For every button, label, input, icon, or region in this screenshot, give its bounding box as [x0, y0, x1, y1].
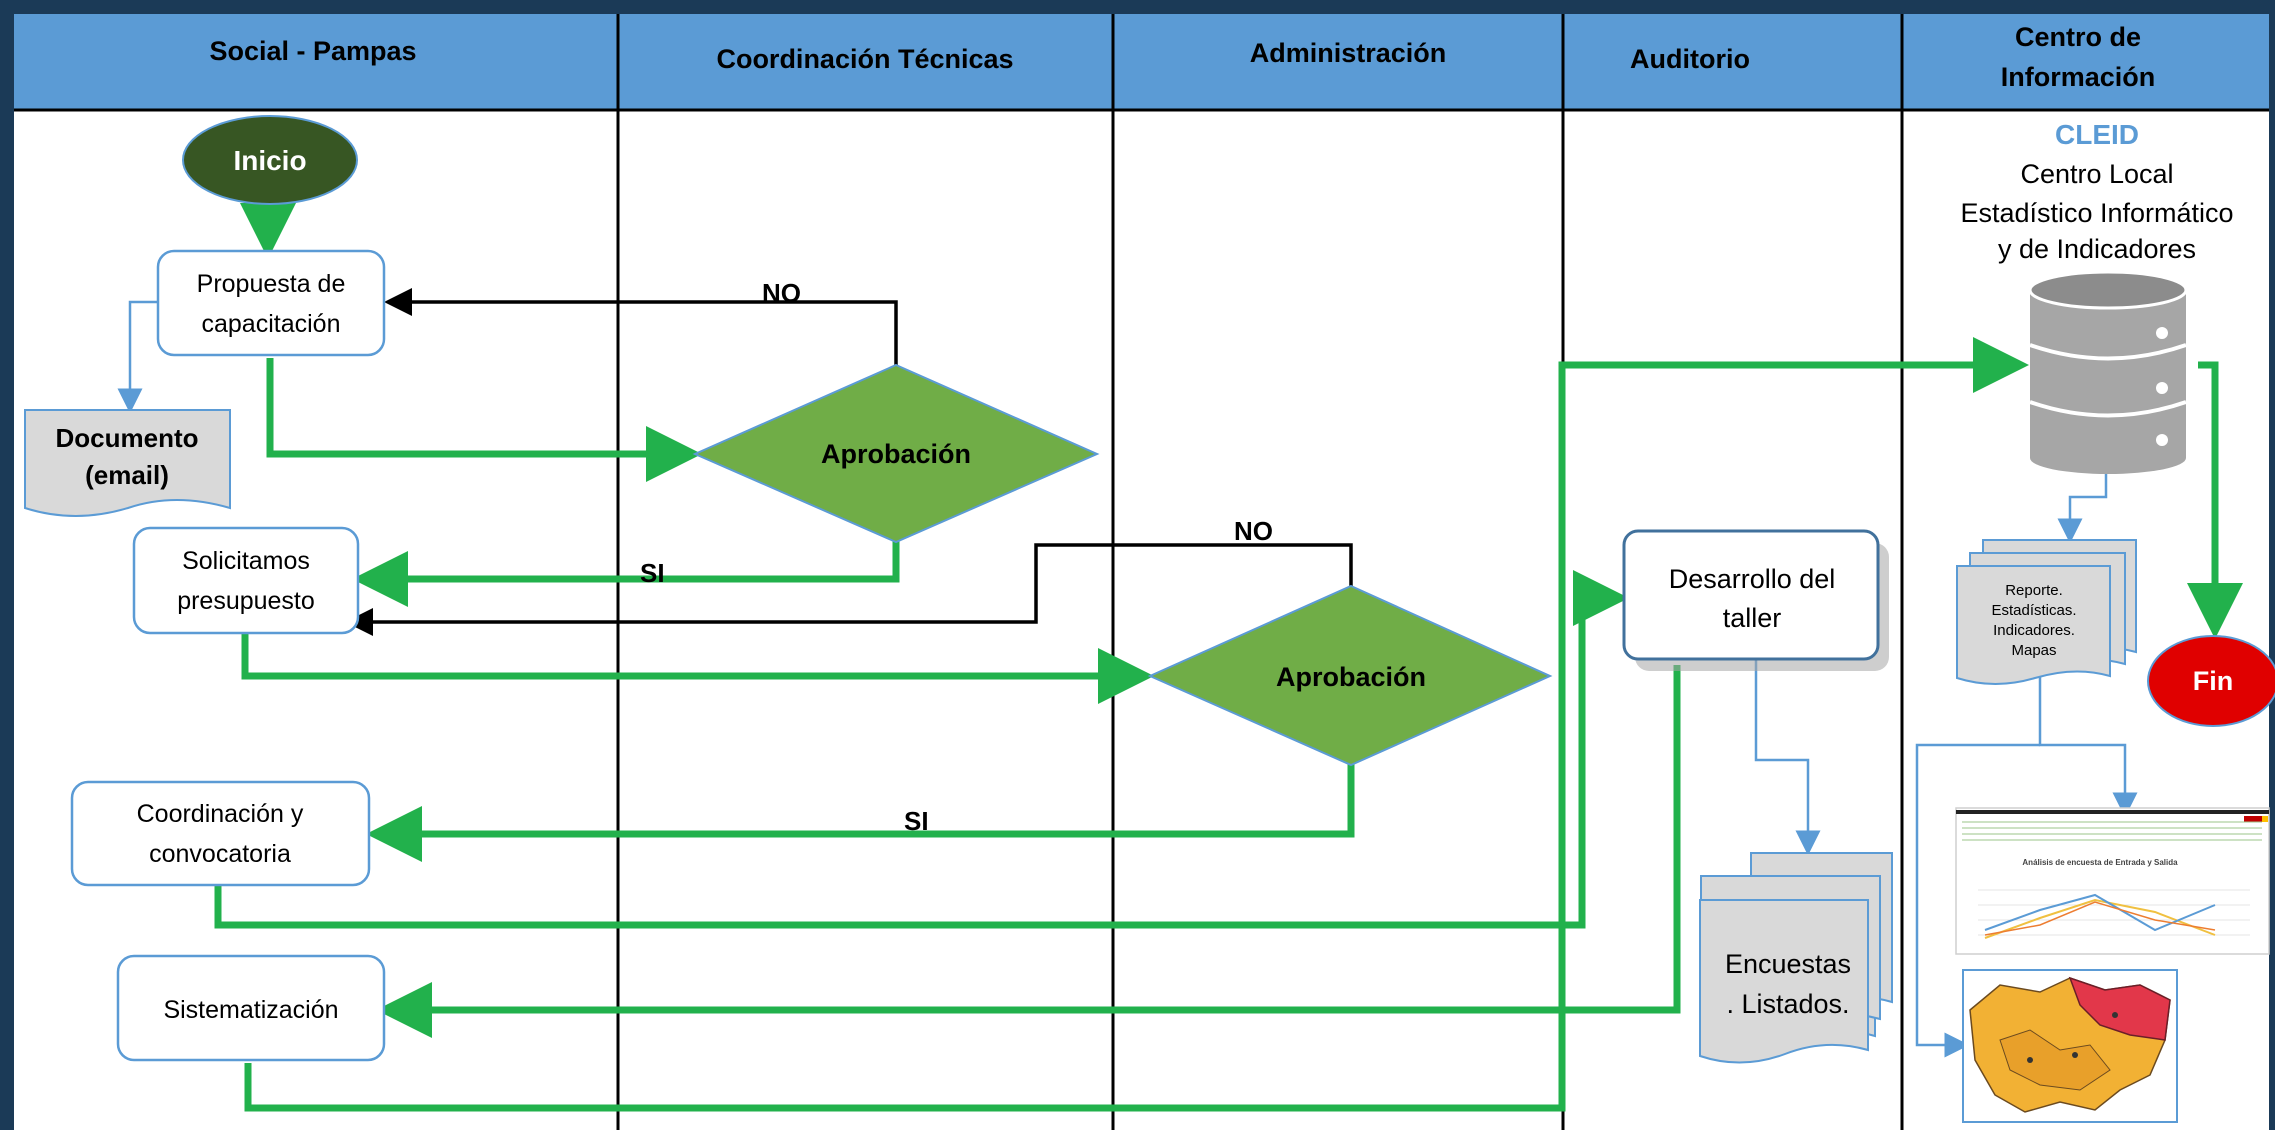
cleid-info: CLEID Centro Local Estadístico Informáti…	[1960, 119, 2233, 264]
arrow-reporte-map	[1915, 743, 2040, 1058]
database-icon[interactable]	[2028, 270, 2188, 474]
process-propuesta[interactable]: Propuesta de capacitación	[156, 249, 386, 357]
cleid-desc-line3: y de Indicadores	[1998, 234, 2196, 264]
arrow-propuesta-documento	[117, 300, 158, 414]
propuesta-line2: capacitación	[202, 310, 341, 338]
solicitamos-line2: presupuesto	[177, 587, 315, 615]
lane-centro-informacion-line2: Información	[2001, 62, 2156, 92]
reporte-line3: Indicadores.	[1993, 622, 2075, 639]
coordinacion-line1: Coordinación y	[137, 800, 304, 828]
arrow-sistematizacion-cleid	[244, 337, 2029, 1112]
lane-coordinacion-tecnicas: Coordinación Técnicas	[716, 44, 1013, 74]
start-label: Inicio	[233, 145, 306, 176]
lane-social-pampas: Social - Pampas	[209, 36, 416, 66]
arrow-si1-solicitamos	[352, 540, 900, 607]
arrow-reporte-chart	[2038, 668, 2138, 818]
lane-header-bar	[14, 14, 2269, 110]
start-node[interactable]: Inicio	[182, 115, 358, 205]
decision-aprobacion-2[interactable]: Aprobación	[1147, 584, 1553, 767]
arrow-desarrollo-sistematizacion	[376, 665, 1681, 1038]
encuestas-line1: Encuestas	[1725, 949, 1851, 979]
documento-line1: Documento	[56, 423, 199, 453]
label-no-1: NO	[762, 278, 801, 308]
arrow-si2-coordinacion	[366, 763, 1355, 862]
process-solicitamos[interactable]: Solicitamos presupuesto	[132, 526, 360, 635]
solicitamos-line1: Solicitamos	[182, 547, 310, 575]
document-email[interactable]: Documento (email)	[24, 409, 231, 517]
label-si-1: SI	[640, 558, 665, 588]
arrow-coordinacion-desarrollo	[214, 570, 1629, 929]
documento-line2: (email)	[85, 460, 169, 490]
lane-centro-informacion-line1: Centro de	[2015, 22, 2141, 52]
lane-headers: Social - Pampas Coordinación Técnicas Ad…	[14, 14, 2269, 110]
end-node[interactable]: Fin	[2147, 635, 2275, 727]
multidocument-reporte[interactable]: Reporte. Estadísticas. Indicadores. Mapa…	[1956, 539, 2137, 685]
multidocument-encuestas[interactable]: Encuestas . Listados.	[1699, 852, 1893, 1064]
lane-auditorio: Auditorio	[1630, 44, 1750, 74]
label-no-2: NO	[1234, 516, 1273, 546]
lane-administracion: Administración	[1250, 38, 1447, 68]
aprobacion-1-label: Aprobación	[821, 439, 971, 469]
edge-labels: NO SI NO SI	[640, 278, 1273, 836]
decision-aprobacion-1[interactable]: Aprobación	[692, 363, 1100, 544]
arrow-desarrollo-encuestas	[1754, 640, 1821, 856]
reporte-line2: Estadísticas.	[1991, 602, 2076, 619]
chart-thumbnail[interactable]: Análisis de encuesta de Entrada y Salida	[1955, 807, 2270, 955]
arrow-no1-propuesta	[384, 288, 898, 365]
propuesta-line1: Propuesta de	[197, 270, 346, 298]
process-desarrollo[interactable]: Desarrollo del taller	[1622, 529, 1889, 671]
arrow-propuesta-aprobacion1	[266, 358, 702, 482]
chart-thumbnail-title: Análisis de encuesta de Entrada y Salida	[2022, 858, 2178, 867]
desarrollo-line2: taller	[1723, 603, 1782, 633]
aprobacion-2-label: Aprobación	[1276, 662, 1426, 692]
arrow-solicitamos-aprobacion2	[241, 633, 1154, 704]
map-thumbnail[interactable]	[1962, 969, 2178, 1123]
encuestas-line2: . Listados.	[1726, 989, 1849, 1019]
desarrollo-line1: Desarrollo del	[1669, 564, 1836, 594]
label-si-2: SI	[904, 806, 929, 836]
process-sistematizacion[interactable]: Sistematización	[116, 954, 386, 1062]
green-connectors	[214, 203, 2243, 1112]
cleid-desc-line1: Centro Local	[2020, 159, 2173, 189]
cleid-desc-line2: Estadístico Informático	[1960, 198, 2233, 228]
arrow-cleid-reporte	[2057, 460, 2108, 544]
blue-connectors	[117, 300, 2138, 1058]
arrow-cleid-fin	[2187, 361, 2243, 639]
cleid-title: CLEID	[2055, 119, 2139, 150]
reporte-line1: Reporte.	[2005, 582, 2063, 599]
end-label: Fin	[2193, 666, 2234, 696]
coordinacion-line2: convocatoria	[149, 840, 291, 868]
sistematizacion-label: Sistematización	[163, 996, 338, 1024]
reporte-line4: Mapas	[2011, 642, 2056, 659]
black-connectors	[345, 288, 1353, 636]
arrow-no2-solicitamos	[345, 543, 1353, 636]
process-coordinacion[interactable]: Coordinación y convocatoria	[70, 780, 371, 887]
